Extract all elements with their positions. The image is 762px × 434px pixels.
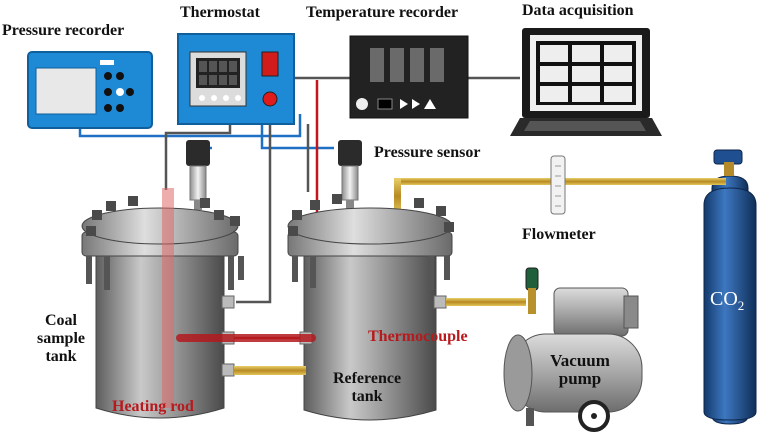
flowmeter-icon — [550, 155, 566, 215]
pressure-sensor-icon — [338, 140, 362, 210]
temperature-recorder-label: Temperature recorder — [306, 4, 459, 21]
vacuum-pump-label-line: Vacuum — [550, 351, 610, 370]
pressure-sensor-label: Pressure sensor — [374, 144, 481, 161]
reference-tank-label-line: Reference — [332, 370, 402, 387]
vacuum-pump-label: Vacuum pump — [540, 352, 620, 388]
thermocouple-rod — [176, 334, 316, 342]
coal-sample-tank-label-line: sample — [37, 330, 85, 347]
coal-sample-tank-label-line: tank — [45, 348, 77, 365]
co2-label-subscript: 2 — [737, 298, 745, 313]
laptop-icon — [510, 28, 662, 136]
temperature-recorder-device — [349, 35, 469, 119]
pressure-sensor-icon — [186, 140, 210, 210]
coal-sample-tank-label-line: Coal — [45, 312, 77, 329]
reference-tank-icon — [287, 194, 454, 421]
coal-sample-tank-icon — [81, 196, 244, 419]
thermostat-device — [177, 33, 295, 125]
vacuum-pump-icon — [503, 267, 643, 432]
thermostat-label: Thermostat — [180, 4, 260, 21]
data-acquisition-label: Data acquisition — [522, 2, 634, 19]
connecting-pipes — [234, 298, 526, 375]
co2-label-main: CO — [710, 288, 738, 310]
co2-cylinder-icon — [703, 149, 757, 425]
heating-rod — [162, 188, 174, 408]
thermocouple-label: Thermocouple — [368, 328, 468, 345]
pressure-recorder-device — [27, 51, 153, 129]
heating-rod-label: Heating rod — [112, 398, 194, 415]
reference-tank-label-line: tank — [351, 388, 383, 405]
vacuum-pump-label-line: pump — [558, 369, 602, 388]
pressure-recorder-label: Pressure recorder — [2, 22, 125, 39]
flowmeter-label: Flowmeter — [522, 226, 596, 243]
reference-tank-label: Reference tank — [322, 370, 412, 406]
co2-label: CO2 — [710, 288, 744, 314]
coal-sample-tank-label: Coal sample tank — [26, 312, 96, 366]
